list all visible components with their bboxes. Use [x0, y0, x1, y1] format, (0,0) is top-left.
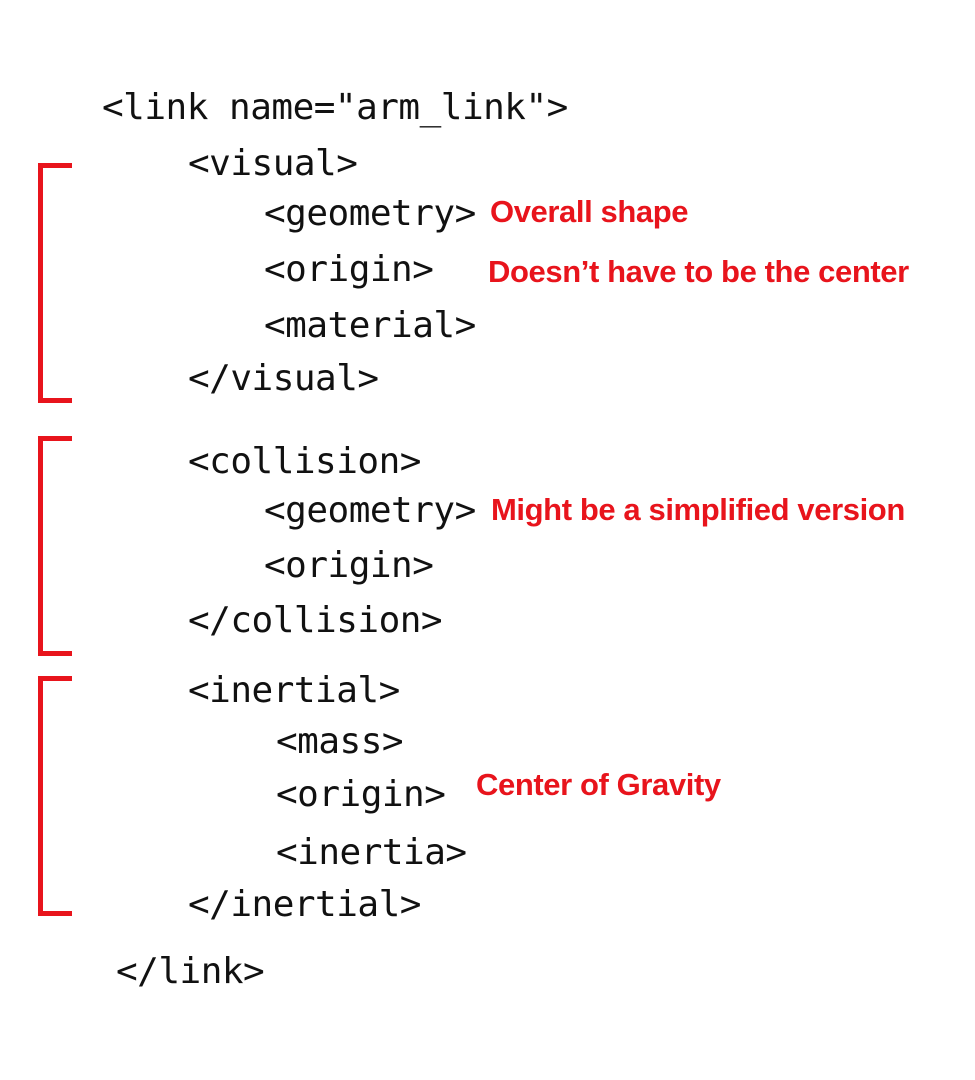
visual-open-tag: <visual>: [188, 143, 358, 184]
visual-bracket: [38, 163, 72, 403]
visual-origin-tag: <origin>: [264, 249, 434, 290]
visual-close-tag: </visual>: [188, 358, 379, 399]
collision-origin-tag: <origin>: [264, 545, 434, 586]
collision-bracket: [38, 436, 72, 656]
inertial-bracket: [38, 676, 72, 916]
note-simplified-version: Might be a simplified version: [491, 492, 905, 527]
inertial-mass-tag: <mass>: [276, 721, 404, 762]
note-origin-not-center: Doesn’t have to be the center: [488, 254, 909, 289]
inertial-close-tag: </inertial>: [188, 884, 421, 925]
inertial-inertia-tag: <inertia>: [276, 832, 467, 873]
collision-open-tag: <collision>: [188, 441, 421, 482]
collision-geometry-tag: <geometry>: [264, 490, 476, 531]
collision-close-tag: </collision>: [188, 600, 443, 641]
visual-geometry-tag: <geometry>: [264, 193, 476, 234]
link-open-tag: <link name="arm_link">: [102, 87, 568, 128]
inertial-open-tag: <inertial>: [188, 670, 400, 711]
visual-material-tag: <material>: [264, 305, 476, 346]
note-overall-shape: Overall shape: [490, 194, 689, 229]
note-center-of-gravity: Center of Gravity: [476, 767, 721, 802]
link-close-tag: </link>: [116, 951, 265, 992]
inertial-origin-tag: <origin>: [276, 774, 446, 815]
